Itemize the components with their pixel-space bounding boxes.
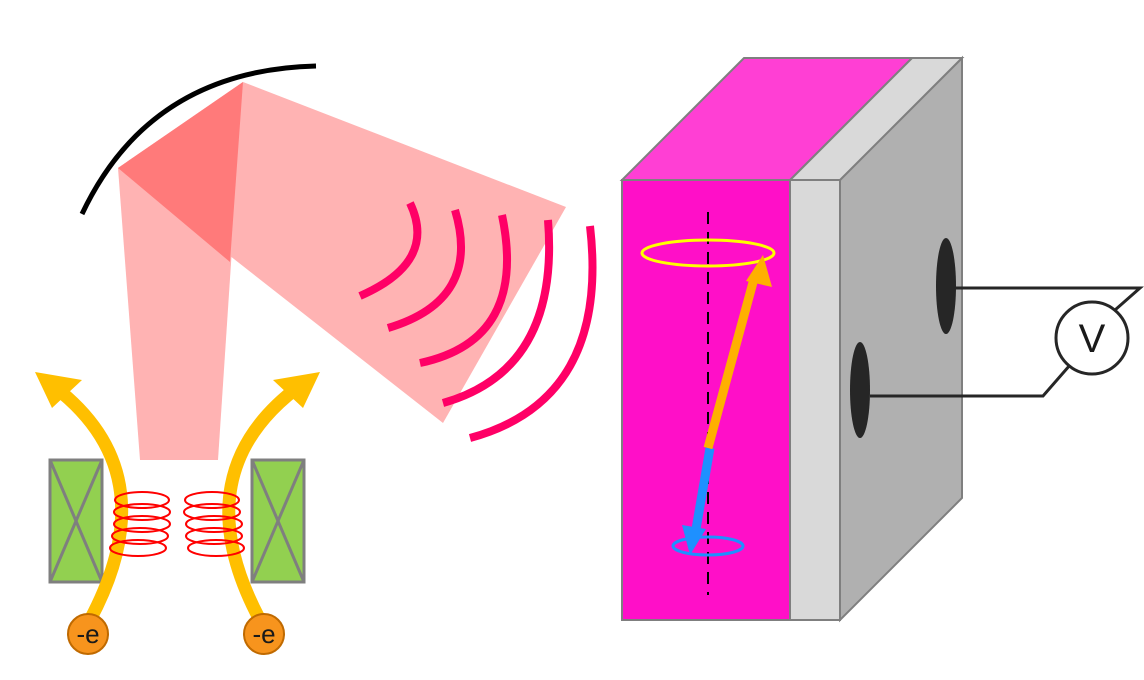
wavefront-4 bbox=[441, 219, 553, 407]
spin-arrow-head-down bbox=[682, 525, 706, 555]
spin-vector-up bbox=[703, 273, 760, 450]
radiation-beam bbox=[118, 82, 566, 460]
spin-arrow-head-up bbox=[746, 255, 772, 287]
electron-left: -e bbox=[67, 613, 109, 655]
wavefront-2 bbox=[386, 208, 466, 332]
magnetic-film-front bbox=[621, 179, 791, 621]
substrate-front bbox=[789, 179, 841, 621]
magnet-left bbox=[48, 458, 104, 584]
precession-orbit-top bbox=[640, 238, 776, 268]
electron-path-right bbox=[222, 376, 309, 624]
voltmeter-label: V bbox=[1079, 317, 1106, 361]
wavefront-3 bbox=[419, 214, 512, 367]
wavefront-5 bbox=[468, 225, 597, 442]
precession-orbit-bottom bbox=[671, 535, 745, 557]
coil-left bbox=[109, 491, 171, 557]
electron-path-left bbox=[44, 376, 129, 624]
electrode-bottom bbox=[850, 342, 870, 438]
beam-overlap bbox=[118, 82, 243, 262]
electron-right-label: -e bbox=[252, 619, 275, 649]
voltmeter-wiring bbox=[870, 286, 1144, 398]
magnet-right bbox=[250, 458, 306, 584]
electron-left-label: -e bbox=[76, 619, 99, 649]
electrode-top bbox=[936, 238, 956, 334]
voltmeter: V bbox=[1054, 300, 1130, 376]
arrow-head-right bbox=[273, 372, 320, 408]
sample-block bbox=[619, 55, 965, 623]
electron-right: -e bbox=[243, 613, 285, 655]
wavefronts bbox=[358, 201, 597, 442]
coil-right bbox=[183, 491, 245, 557]
electron-trajectories bbox=[44, 376, 309, 624]
focusing-mirror bbox=[79, 63, 317, 216]
spin-vector-down bbox=[690, 447, 715, 536]
arrow-head-left bbox=[35, 372, 82, 408]
wavefront-1 bbox=[358, 201, 422, 300]
